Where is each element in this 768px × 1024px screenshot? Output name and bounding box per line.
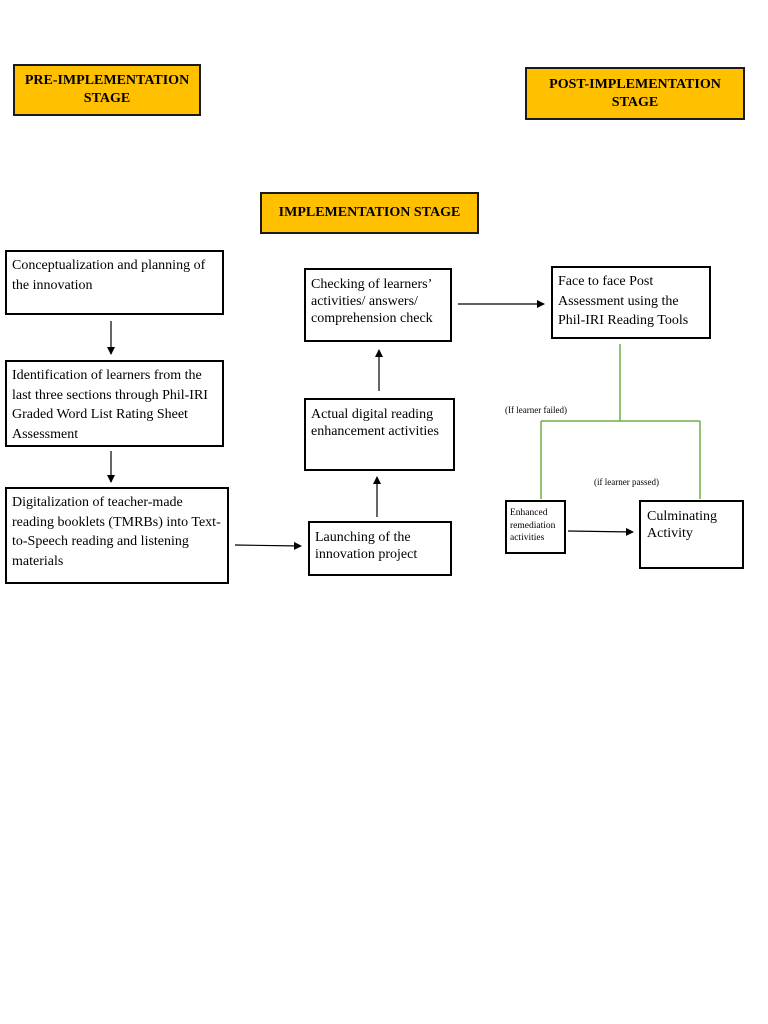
remediation-box: Enhanced remediation activities <box>505 500 566 554</box>
conceptualization-box: Conceptualization and planning of the in… <box>5 250 224 315</box>
post-implementation-stage-header: POST-IMPLEMENTATION STAGE <box>525 67 745 120</box>
implementation-stage-header: IMPLEMENTATION STAGE <box>260 192 479 234</box>
actual-activities-box: Actual digital reading enhancement activ… <box>304 398 455 471</box>
culminating-box: Culminating Activity <box>639 500 744 569</box>
failed-branch-label: (If learner failed) <box>505 405 567 415</box>
arrow-digitalization-to-launching <box>234 541 302 550</box>
checking-box: Checking of learners’ activities/ answer… <box>304 268 452 342</box>
arrow-remediation-to-culminating <box>567 527 634 536</box>
pre-implementation-stage-header: PRE-IMPLEMENTATION STAGE <box>13 64 201 116</box>
digitalization-box: Digitalization of teacher-made reading b… <box>5 487 229 584</box>
launching-box: Launching of the innovation project <box>308 521 452 576</box>
identification-box: Identification of learners from the last… <box>5 360 224 447</box>
post-assessment-box: Face to face Post Assessment using the P… <box>551 266 711 339</box>
passed-branch-label: (if learner passed) <box>594 477 659 487</box>
